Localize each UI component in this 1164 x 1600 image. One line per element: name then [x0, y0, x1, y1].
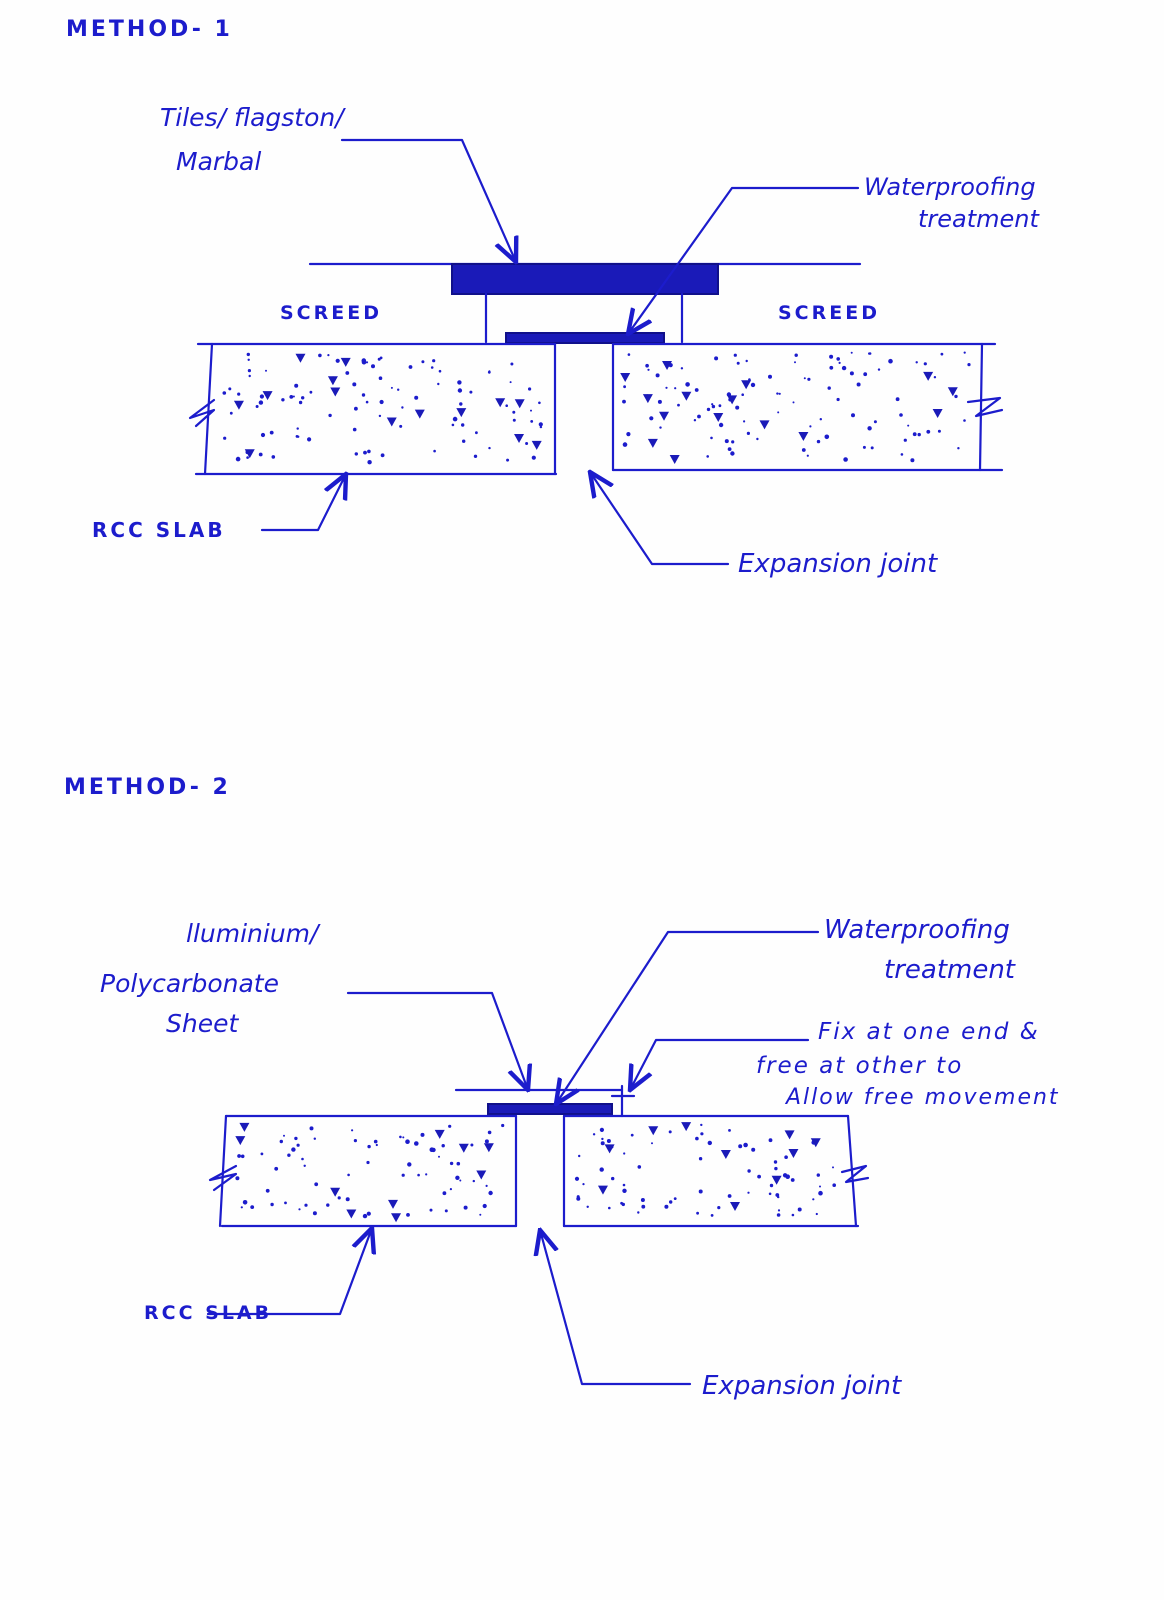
method1-heading: METHOD- 1	[66, 17, 233, 42]
fix-label-line1: Fix at one end &	[818, 1019, 1040, 1045]
rcc-slab-left-2	[208, 1114, 518, 1228]
waterproofing-leader-arrow	[628, 186, 860, 334]
rcc-slab-label-2: RCC SLAB	[144, 1302, 273, 1324]
waterproofing-label-line2: treatment	[918, 205, 1039, 233]
rcc-slab-label: RCC SLAB	[92, 518, 226, 542]
waterproofing-label-2-line2: treatment	[884, 955, 1016, 985]
method2-diagram	[206, 930, 870, 1386]
rcc-slab-right-2	[562, 1114, 870, 1228]
method1-diagram	[188, 138, 1004, 566]
waterproofing-label-2-line1: Waterproofing	[824, 915, 1010, 945]
expansion-joint-leader-arrow	[590, 472, 730, 566]
sheet-label-line2: Polycarbonate	[100, 969, 279, 998]
expansion-joint-label: Expansion joint	[738, 549, 938, 579]
rcc-slab-leader-arrow	[260, 474, 346, 532]
fix-label-line3: Allow free movement	[786, 1085, 1060, 1110]
sheet-label-line1: lluminium/	[186, 919, 319, 948]
tile-block	[451, 263, 719, 295]
expansion-joint-leader-arrow-2	[540, 1230, 692, 1386]
waterproofing-leader-arrow-2	[556, 930, 820, 1104]
tiles-leader-arrow	[340, 138, 516, 262]
concrete-aggregate	[222, 351, 971, 1223]
screed-label-left: SCREED	[280, 302, 382, 324]
polycarbonate-strip	[487, 1103, 613, 1115]
waterproofing-label-line1: Waterproofing	[864, 173, 1036, 201]
fix-label-line2: free at other to	[756, 1053, 964, 1079]
tiles-label-line2: Marbal	[176, 147, 262, 176]
sheet-leader-arrow	[346, 991, 528, 1090]
expansion-joint-label-2: Expansion joint	[702, 1371, 902, 1401]
fix-leader-arrow	[630, 1038, 810, 1090]
rcc-slab-left	[188, 342, 558, 476]
tiles-label-line1: Tiles/ flagston/	[160, 103, 344, 132]
rcc-slab-leader-arrow-2	[206, 1228, 372, 1316]
rcc-slab-right	[611, 342, 1004, 472]
waterproofing-strip	[505, 332, 665, 344]
sheet-label-line3: Sheet	[166, 1009, 239, 1038]
method2-heading: METHOD- 2	[64, 775, 231, 800]
screed-label-right: SCREED	[778, 302, 880, 324]
